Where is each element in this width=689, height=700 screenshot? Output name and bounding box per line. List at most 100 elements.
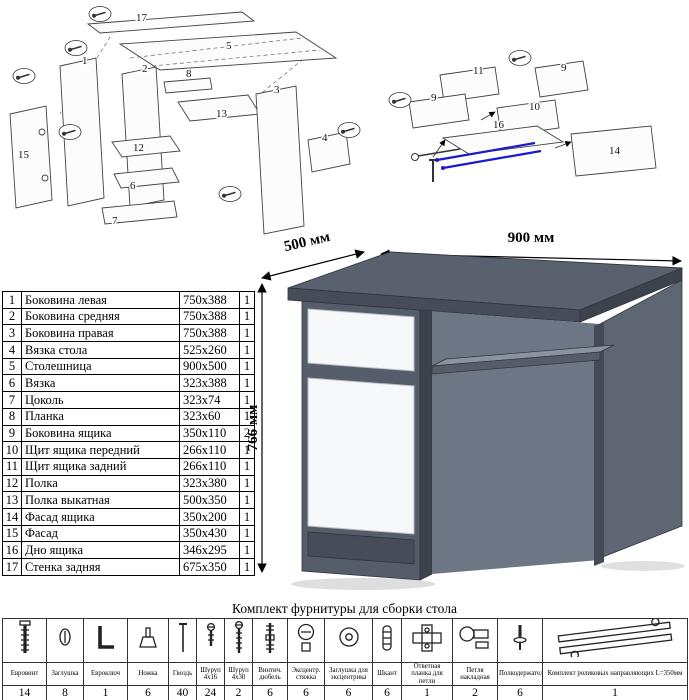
plinth — [307, 531, 415, 565]
right-side-panel-inner — [599, 279, 683, 559]
confirmat-screw-icon — [18, 620, 31, 653]
drawer-front — [307, 308, 415, 372]
part-door-facade — [9, 105, 53, 209]
nail-icon — [178, 623, 187, 652]
dimension-depth-arrow — [261, 249, 365, 281]
wood-dowel-icon — [382, 625, 392, 651]
hardware-item-qty: 24 — [196, 685, 225, 700]
foot-icon — [139, 627, 157, 648]
screw-long-icon — [234, 620, 243, 653]
part-number: 5 — [226, 40, 232, 52]
hardware-item-name: Гвоздь — [168, 662, 197, 686]
eccentric-bolt-icon — [411, 148, 461, 161]
hardware-item-qty: 6 — [372, 685, 402, 700]
assembly-arrow — [432, 139, 446, 158]
part-number: 9 — [561, 62, 567, 74]
part-number: 4 — [322, 132, 328, 144]
hardware-item-qty: 2 — [452, 685, 498, 700]
part-right-side — [255, 85, 305, 235]
part-drawer-bottom — [441, 125, 565, 155]
part-plank — [163, 77, 213, 94]
part-number: 3 — [274, 84, 280, 96]
screw-callout-icon — [88, 5, 112, 23]
part-tabletop — [118, 31, 338, 71]
screw-callout-icon — [388, 91, 412, 109]
part-number: 8 — [186, 68, 192, 80]
shelf-pin-icon — [513, 625, 527, 650]
hardware-item-qty: 6 — [497, 685, 543, 700]
hardware-item-name: Комплект роликовых направляющих L=350мм — [542, 662, 688, 686]
assembly-arrow — [554, 141, 572, 149]
back-panel-opening — [432, 311, 600, 574]
hardware-item-name: Заглушка для эксцентрика — [324, 662, 373, 686]
dimension-depth-label: 500 мм — [283, 229, 332, 255]
cam-cap-icon — [338, 627, 359, 647]
exploded-view-desk: 17 5 1 2 3 8 13 12 6 7 15 4 — [9, 5, 361, 235]
screw-callout-icon — [12, 67, 36, 85]
floor-shadow — [291, 578, 435, 590]
hardware-item-qty: 6 — [287, 685, 325, 700]
part-number: 17 — [136, 12, 148, 24]
tabletop-right-edge — [579, 267, 683, 323]
desk-render: 900 мм 500 мм 766 мм — [248, 229, 685, 590]
hardware-item-qty: 40 — [168, 685, 197, 700]
part-drawer-back — [439, 66, 500, 103]
hardware-item-qty: 1 — [542, 685, 688, 700]
hardware-item-name: Шуруп 4x16 — [196, 662, 225, 686]
middle-side-panel — [419, 304, 433, 581]
part-number: 7 — [112, 215, 118, 227]
hardware-qty-row: 14 8 1 6 40 24 2 6 6 6 6 1 2 6 1 — [2, 685, 688, 700]
hinge-plate-icon — [412, 624, 442, 652]
part-drawer-facade — [570, 125, 657, 177]
screw-icon — [429, 159, 437, 182]
part-drawer-side — [408, 93, 470, 129]
part-number: 10 — [529, 101, 541, 113]
exploded-view-drawer: 11 9 9 10 16 14 — [388, 50, 657, 182]
hex-key-icon — [97, 626, 114, 649]
part-number: 6 — [130, 180, 136, 192]
hardware-item-qty: 2 — [224, 685, 253, 700]
part-desk-brace — [307, 131, 351, 173]
part-number: 15 — [18, 149, 30, 161]
screw-callout-icon — [508, 50, 532, 67]
assembly-arrow — [480, 111, 496, 121]
part-number: 11 — [473, 65, 484, 77]
hardware-item-name: Петля накладная — [452, 662, 498, 686]
hardware-item-name: Шуруп 4x30 — [224, 662, 253, 686]
hardware-item-qty: 6 — [324, 685, 373, 700]
hardware-table: Евровинт Заглушка Евроключ Ножка Гвоздь … — [2, 618, 688, 700]
hardware-kit-title: Комплект фурнитуры для сборки стола — [232, 601, 457, 616]
part-number: 9 — [431, 92, 437, 104]
cap-icon — [59, 628, 71, 646]
hardware-item-qty: 6 — [127, 685, 169, 700]
dimension-height-label: 766 мм — [248, 405, 261, 452]
hardware-icons-row — [2, 618, 688, 663]
door-front — [307, 377, 415, 535]
hardware-item-name: Ответная планка для петли — [401, 662, 453, 686]
cam-lock-icon — [297, 623, 315, 652]
part-drawer-side — [534, 60, 589, 98]
part-number: 2 — [142, 63, 148, 75]
screw-callout-icon — [218, 185, 242, 203]
hardware-item-name: Ножка — [127, 662, 169, 686]
double-thread-dowel-icon — [265, 623, 275, 653]
hardware-item-qty: 6 — [252, 685, 288, 700]
screw-callout-icon — [64, 39, 88, 57]
roller-guides-icon — [557, 619, 673, 660]
part-number: 13 — [216, 108, 228, 120]
part-number: 1 — [82, 55, 88, 67]
